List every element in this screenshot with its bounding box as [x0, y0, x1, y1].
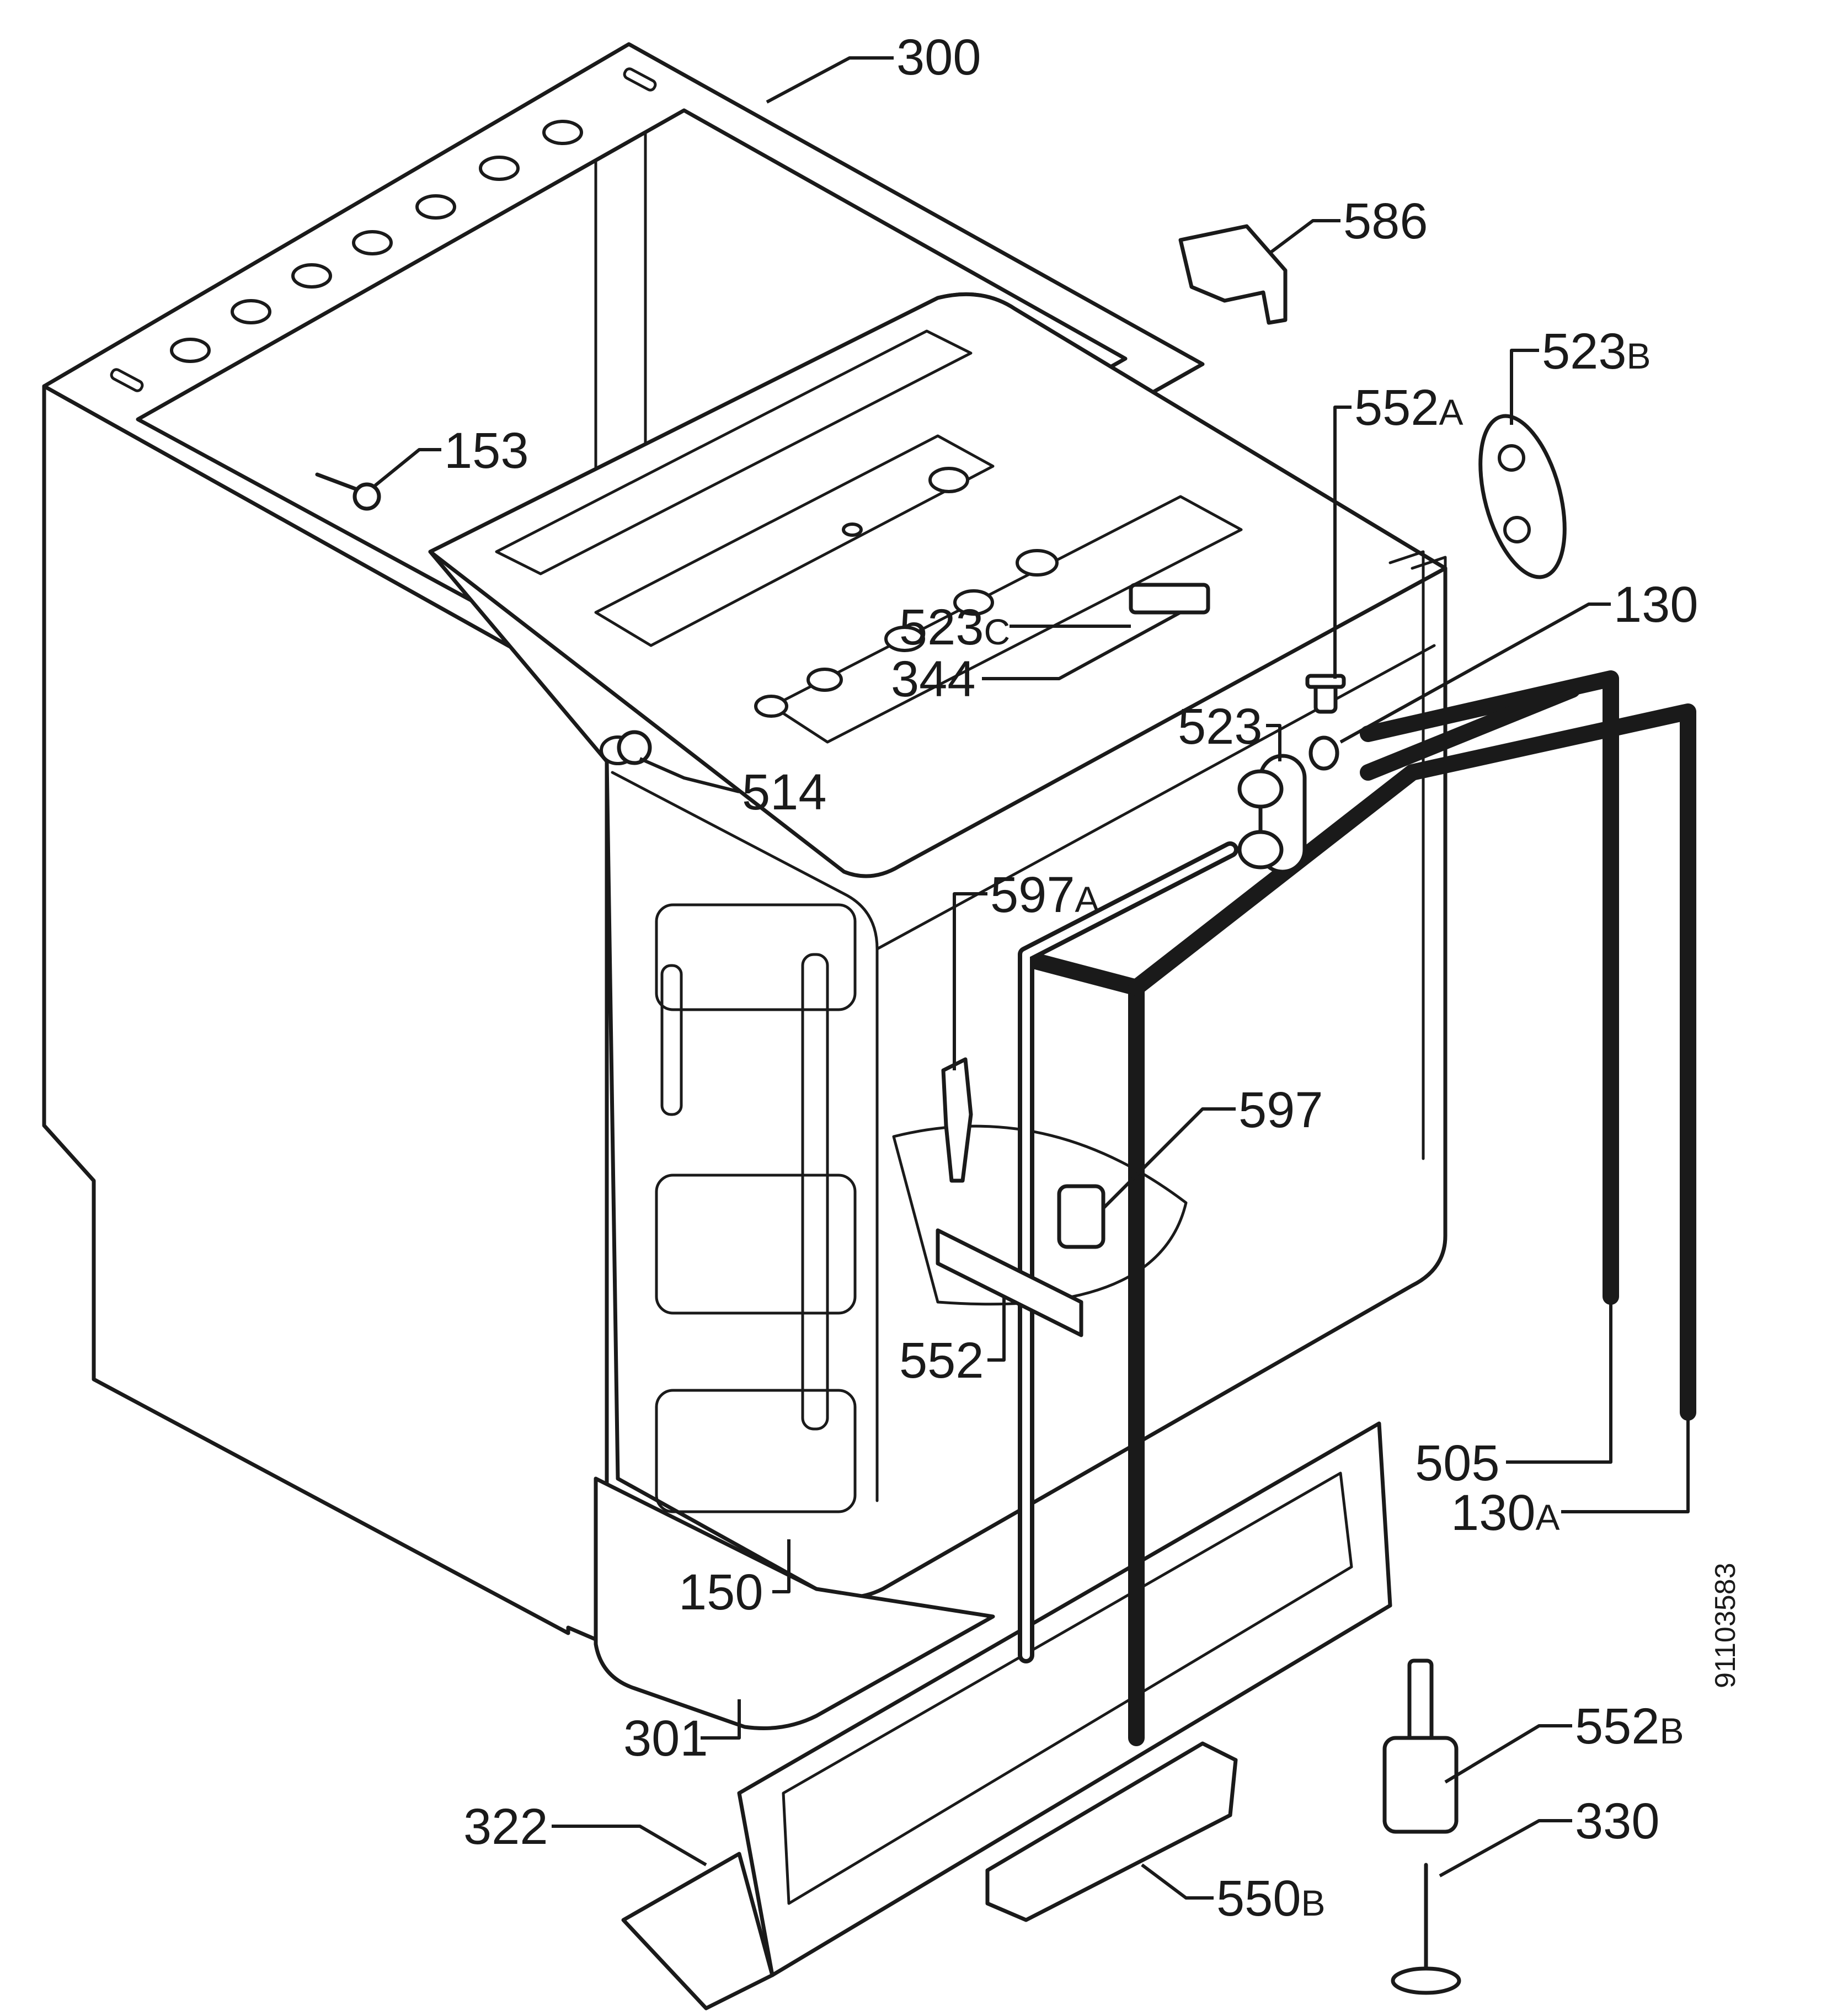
part-label-514: 514 — [742, 764, 827, 820]
door-seal-frame — [1018, 841, 1238, 1663]
leader-lines — [374, 56, 1690, 1900]
cover-514 — [617, 730, 652, 765]
part-label-300: 300 — [896, 29, 981, 86]
clip-597 — [1057, 1184, 1105, 1249]
bracket-550b — [985, 1741, 1238, 1922]
document-number: 91103583 — [1710, 1563, 1742, 1689]
o-ring-130 — [1308, 735, 1339, 771]
base-tray-301 — [594, 1476, 995, 1730]
part-label-130a: 130A — [1451, 1485, 1560, 1541]
part-label-523c: 523C — [899, 599, 1010, 655]
bracket-586 — [1178, 224, 1288, 325]
part-label-597: 597 — [1238, 1082, 1323, 1138]
seal-strip-505 — [1360, 670, 1619, 1305]
leveling-foot-552b — [1382, 1658, 1459, 1834]
part-label-550b: 550B — [1216, 1870, 1326, 1927]
part-label-552: 552 — [899, 1332, 984, 1389]
part-label-130: 130 — [1614, 577, 1699, 633]
rail-552 — [936, 1228, 1083, 1337]
part-label-597a: 597A — [990, 867, 1099, 923]
inner-side-rails — [1388, 550, 1447, 1171]
part-label-150: 150 — [679, 1564, 763, 1620]
part-label-330: 330 — [1575, 1793, 1660, 1849]
base-rail-322 — [621, 1421, 1392, 2010]
part-labels: 300 586 523B 552A 153 130 523C 344 523 5… — [444, 29, 1699, 1927]
bolt-153 — [315, 472, 381, 511]
part-label-344: 344 — [891, 651, 976, 707]
seal-strip-130a — [1023, 703, 1696, 1746]
clip-597a — [941, 1057, 973, 1183]
screw-552a — [1305, 674, 1346, 714]
part-label-552b: 552B — [1575, 1698, 1684, 1754]
part-label-552a: 552A — [1354, 380, 1464, 436]
part-label-523: 523 — [1178, 698, 1263, 755]
part-label-505: 505 — [1415, 1435, 1500, 1491]
seal-strip-130 — [1360, 681, 1580, 781]
part-label-523b: 523B — [1542, 323, 1651, 380]
rollers-523 — [1237, 754, 1307, 874]
top-frame-300 — [42, 42, 1205, 703]
part-label-301: 301 — [623, 1710, 708, 1767]
tub-150 — [428, 292, 1448, 1599]
part-label-322: 322 — [463, 1799, 548, 1855]
part-label-586: 586 — [1343, 193, 1428, 249]
cover-plate-523b — [1478, 414, 1567, 579]
screw-330 — [1391, 1863, 1461, 1995]
part-label-153: 153 — [444, 423, 529, 479]
cabinet-side-panel — [42, 384, 609, 1646]
hinge-bracket-523c — [1129, 583, 1210, 615]
